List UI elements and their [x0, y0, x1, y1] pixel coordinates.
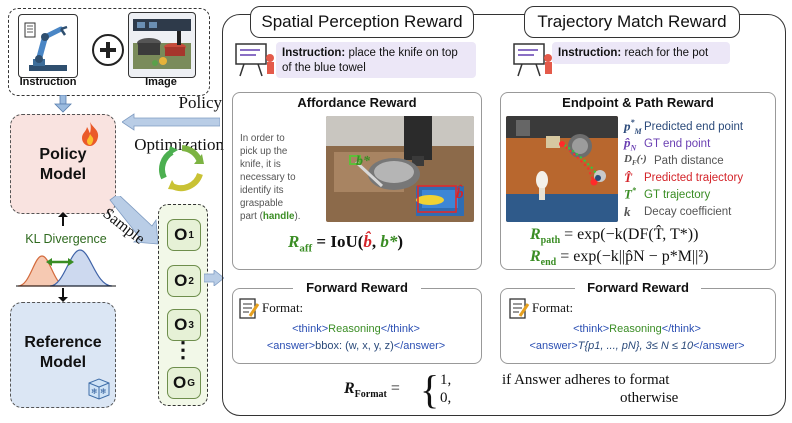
- flame-icon: [79, 121, 101, 147]
- spatial-format-answer: <answer>bbox: (w, x, y, z)</answer>: [266, 340, 446, 352]
- format-reward-brace: {: [420, 367, 440, 412]
- notepad-icon-spatial: [238, 296, 260, 320]
- trajectory-forward-reward-panel: Forward Reward: [500, 280, 776, 364]
- spatial-format-label: Format:: [262, 300, 304, 315]
- inputs-box: [8, 8, 210, 96]
- svg-text:❄: ❄: [100, 387, 107, 396]
- tab-trajectory-match-reward: Trajectory Match Reward: [524, 6, 740, 38]
- trajectory-forward-reward-title: Forward Reward: [575, 280, 701, 295]
- format-case-1-value: 1,: [440, 372, 452, 388]
- legend-predicted-trajectory: T̂Predicted trajectory: [624, 169, 744, 185]
- rewards-panel: [222, 14, 786, 416]
- end-formula: Rend = exp(−k||p̂N − p*M||²): [530, 248, 709, 269]
- kl-down-arrow: [58, 288, 68, 302]
- kl-divergence-label: KL Divergence: [25, 232, 107, 246]
- affordance-scene-image: [326, 116, 474, 222]
- recycle-icon: [158, 144, 206, 192]
- kitchen-image-icon: [133, 19, 191, 69]
- image-b-star-label: b*: [356, 154, 370, 169]
- format-case-2-value: 0,: [440, 390, 452, 406]
- legend-gt-trajectory: T*GT trajectory: [624, 186, 711, 202]
- reference-model-box: Reference Model ❄ ❄: [10, 302, 116, 408]
- image-card: [128, 12, 196, 78]
- trajectory-instruction: Instruction: reach for the pot: [552, 42, 730, 64]
- trajectory-format-think: <think>Reasoning</think>: [573, 323, 701, 335]
- sample-arrow: [108, 193, 159, 246]
- notepad-icon-trajectory: [508, 296, 530, 320]
- spatial-forward-reward-title: Forward Reward: [293, 280, 421, 295]
- policy-model-box: Policy Model: [10, 114, 116, 214]
- image-b-hat-label: b̂: [456, 186, 464, 202]
- reference-model-label: Reference Model: [24, 334, 102, 371]
- trajectory-board-icon: [510, 42, 554, 78]
- spatial-instruction: Instruction: place the knife on top of t…: [276, 42, 476, 78]
- policy-model-label: Policy Model: [39, 146, 87, 183]
- robot-arm-icon: [24, 22, 68, 71]
- trajectory-format-label: Format:: [532, 300, 574, 315]
- affordance-reward-title: Affordance Reward: [297, 95, 417, 110]
- spatial-format-think: <think>Reasoning</think>: [292, 323, 420, 335]
- instruction-card: [18, 14, 78, 78]
- plus-icon: [92, 34, 124, 66]
- spatial-forward-reward-panel: Forward Reward: [232, 280, 482, 364]
- trajectory-scene-image: [506, 116, 618, 222]
- affordance-formula: Raff = IoU(b̂, b*): [288, 232, 404, 255]
- format-reward-formula: RFormat = { 1, if Answer adheres to form…: [344, 367, 724, 412]
- format-case-1-condition: if Answer adheres to format: [502, 372, 670, 388]
- affordance-description: In order to pick up the knife, it is nec…: [240, 133, 301, 222]
- legend-path-distance: DF(·)Path distance: [624, 153, 724, 168]
- format-reward-label: RFormat =: [344, 380, 400, 401]
- svg-text:❄: ❄: [91, 387, 98, 396]
- spatial-board-icon: [232, 42, 276, 78]
- endpoint-path-reward-title: Endpoint & Path Reward: [562, 95, 714, 110]
- instruction-label: Instruction: [19, 76, 77, 88]
- snowflake-cube-icon: ❄ ❄: [85, 375, 111, 401]
- kl-up-arrow: [58, 212, 68, 226]
- inputs-to-policy-arrow: [54, 94, 72, 113]
- samples-to-rewards-arrow: [203, 269, 225, 287]
- tab-spatial-perception-reward: Spatial Perception Reward: [250, 6, 474, 38]
- format-case-2-condition: otherwise: [620, 390, 679, 406]
- policy-optimization-label: Policy Optimization: [134, 93, 224, 154]
- trajectory-format-answer: <answer>T{p1, ..., pN}, 3≤ N ≤ 10</answe…: [529, 340, 745, 352]
- path-formula: Rpath = exp(−k(DF(T̂, T*)): [530, 226, 699, 247]
- image-label: Image: [145, 76, 177, 88]
- kl-distributions-icon: [16, 246, 116, 288]
- outputs-ellipsis: ⋮: [172, 337, 194, 362]
